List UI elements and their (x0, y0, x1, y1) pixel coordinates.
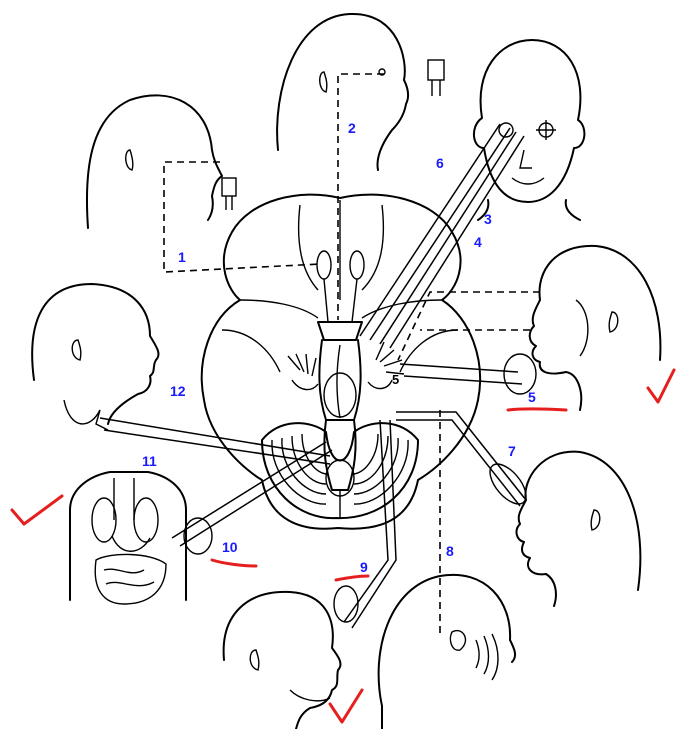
nerve-label-12: 12 (170, 383, 186, 399)
red-annotations (12, 370, 674, 722)
head-profile-optic (277, 14, 444, 170)
nerve-label-1: 1 (178, 249, 186, 265)
torso-organs (70, 472, 212, 604)
nerve-label-2: 2 (348, 120, 356, 136)
head-profile-glossopharyngeal (224, 586, 358, 729)
brain-inferior-view (202, 195, 480, 529)
nerve-label-7: 7 (508, 443, 516, 459)
head-profile-vestibulocochlear (379, 575, 515, 729)
underline-label-9 (336, 576, 368, 580)
underline-label-5 (508, 409, 566, 410)
checkmark-bottom (330, 690, 362, 722)
head-profile-trigeminal (504, 246, 660, 410)
head-profile-facial (483, 452, 640, 606)
nerve-label-4: 4 (474, 234, 482, 250)
checkmark-left (12, 496, 62, 524)
nerve-label-3: 3 (484, 211, 492, 227)
nerve-label-11: 11 (142, 453, 157, 469)
nerve-label-9: 9 (360, 559, 368, 575)
nerve-pathways (96, 74, 540, 636)
brainstem-label-5: 5 (392, 372, 399, 387)
checkmark-right (648, 370, 674, 402)
nerve-label-8: 8 (446, 543, 454, 559)
underline-label-10 (212, 560, 256, 566)
nerve-label-6: 6 (436, 155, 444, 171)
nerve-label-10: 10 (222, 539, 238, 555)
head-frontal-oculomotor (474, 40, 584, 220)
head-profile-accessory (32, 284, 158, 424)
nerve-label-5: 5 (528, 389, 536, 405)
